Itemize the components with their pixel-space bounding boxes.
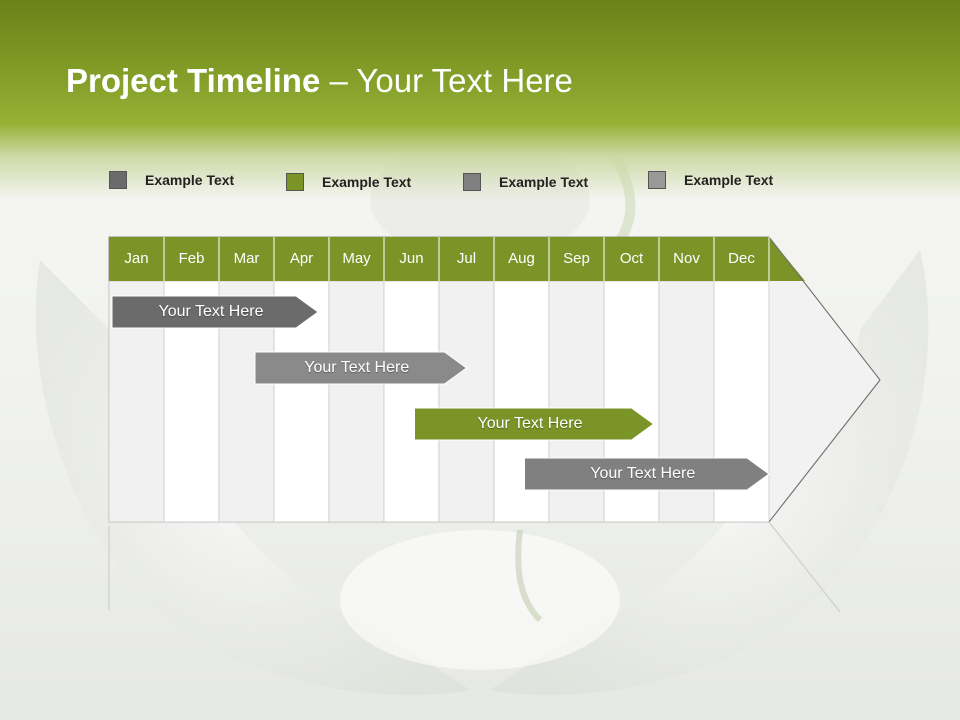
month-label-jan: Jan: [124, 250, 149, 267]
month-column: [328, 280, 385, 523]
month-label-sep: Sep: [563, 250, 590, 267]
task-bar-label: Your Text Here: [477, 415, 583, 432]
task-bar-4: [524, 457, 770, 491]
arrow-edge-top: [768, 236, 881, 381]
title-rest: – Your Text Here: [320, 62, 573, 99]
header-band: [0, 0, 960, 200]
legend-label: Example Text: [322, 174, 412, 190]
legend-label: Example Text: [499, 174, 589, 190]
month-label-feb: Feb: [178, 250, 205, 267]
month-label-jul: Jul: [456, 250, 477, 267]
task-bar-label: Your Text Here: [590, 465, 696, 482]
task-bar-1: [111, 295, 319, 329]
legend-label: Example Text: [145, 172, 235, 188]
task-bar-3: [414, 407, 655, 441]
legend-swatch: [109, 171, 127, 189]
month-label-oct: Oct: [619, 250, 644, 267]
month-column: [383, 280, 440, 523]
arrow-edge-bottom: [768, 379, 881, 523]
month-label-apr: Apr: [289, 250, 314, 267]
task-bar-2: [254, 351, 468, 385]
month-label-jun: Jun: [399, 250, 424, 267]
legend-label: Example Text: [684, 172, 774, 188]
legend-swatch: [648, 171, 666, 189]
page-title: Project Timeline – Your Text Here: [66, 58, 573, 104]
title-bold: Project Timeline: [66, 62, 321, 99]
task-bar-label: Your Text Here: [304, 359, 410, 376]
legend-swatch: [286, 173, 304, 191]
month-label-nov: Nov: [673, 250, 700, 267]
month-label-mar: Mar: [233, 250, 260, 267]
legend-swatch: [463, 173, 481, 191]
month-label-dec: Dec: [728, 250, 755, 267]
month-label-may: May: [342, 250, 371, 267]
month-label-aug: Aug: [508, 250, 535, 267]
month-column: [438, 280, 495, 523]
reflection-line: [768, 521, 841, 613]
task-bar-label: Your Text Here: [158, 303, 264, 320]
